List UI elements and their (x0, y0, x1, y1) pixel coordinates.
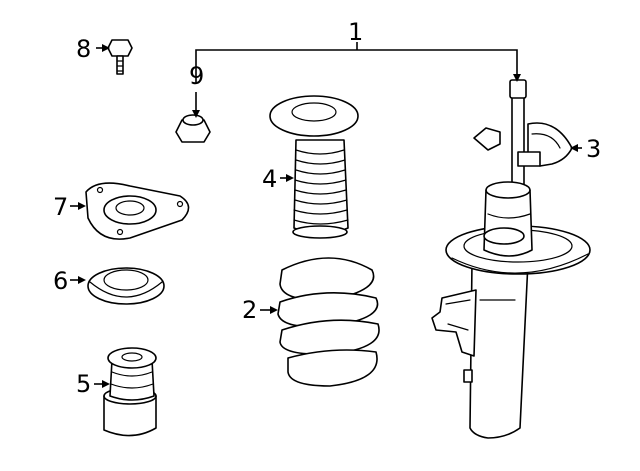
bearing-ring (87, 267, 165, 305)
clip-tab (517, 151, 541, 167)
dust-boot (269, 95, 359, 239)
bump-stop-body (109, 359, 155, 401)
rod-tip (509, 79, 527, 99)
upper-bracket-clip (473, 122, 573, 167)
upper-mount (85, 182, 190, 240)
clip-left (473, 127, 501, 151)
callout-8: 8 (76, 35, 91, 63)
mount-center (103, 195, 157, 225)
callout-6: 6 (53, 267, 68, 295)
coil-spring (277, 257, 380, 387)
leader-lines (70, 42, 582, 388)
boot-bottom (292, 225, 348, 239)
callout-9: 9 (189, 62, 204, 90)
callout-3: 3 (586, 135, 601, 163)
spring-coil-3 (279, 319, 380, 356)
nut-body (175, 119, 211, 143)
bump-stop-top (107, 347, 157, 369)
shock-body (469, 261, 529, 439)
leader-1 (195, 49, 518, 84)
callout-2: 2 (242, 296, 257, 324)
callout-1: 1 (348, 18, 363, 46)
knuckle-bracket (431, 289, 477, 357)
callout-5: 5 (76, 370, 91, 398)
bolt (107, 39, 133, 75)
piston-rod (511, 85, 525, 197)
nut (175, 114, 211, 143)
bolt-shank (116, 55, 124, 75)
spring-coil-2 (277, 292, 379, 328)
spring-coil-top (279, 257, 375, 301)
strut-assembly (431, 79, 591, 439)
spring-coil-bottom (287, 349, 378, 387)
bump-stop (103, 347, 157, 437)
strut-boot (483, 189, 533, 257)
bolt-head (107, 39, 133, 57)
bracket-tab (463, 369, 473, 383)
boot-top-flange (269, 95, 359, 137)
bearing-outer (87, 267, 165, 305)
callout-labels: 1 2 3 4 5 6 7 8 9 (53, 18, 601, 398)
bump-stop-base (103, 395, 157, 437)
callout-4: 4 (262, 165, 277, 193)
callout-7: 7 (53, 193, 68, 221)
